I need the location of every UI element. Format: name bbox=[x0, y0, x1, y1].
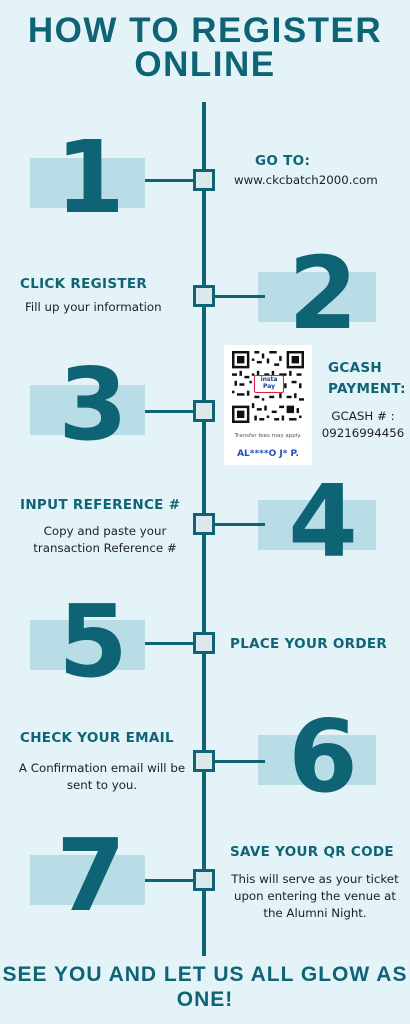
step-6-node bbox=[193, 750, 215, 772]
step-5-shadow bbox=[30, 620, 145, 670]
step-2-text: Fill up your information bbox=[25, 300, 162, 314]
step-2-shadow bbox=[258, 272, 376, 322]
step-5-node bbox=[193, 632, 215, 654]
fee-note: Transfer fees may apply. bbox=[234, 433, 302, 439]
step-6-text: A Confirmation email will be sent to you… bbox=[18, 761, 186, 792]
step-1-text: www.ckcbatch2000.com bbox=[234, 173, 378, 187]
step-4-connector bbox=[205, 523, 265, 526]
step-7-node bbox=[193, 869, 215, 891]
step-6-number: 6 bbox=[288, 698, 358, 815]
step-6-connector bbox=[205, 760, 265, 763]
step-4-text: Copy and paste your transaction Referenc… bbox=[33, 524, 177, 555]
step-3-shadow bbox=[30, 385, 145, 435]
step-1-connector bbox=[145, 179, 205, 182]
step-3-text: GCASH # : 09216994456 bbox=[321, 409, 405, 440]
step-3-heading: GCASH PAYMENT: bbox=[328, 360, 406, 397]
footer-message: SEE YOU AND LET US ALL GLOW AS ONE! bbox=[2, 963, 408, 1011]
step-1-node bbox=[193, 169, 215, 191]
qr-code-icon bbox=[232, 351, 304, 423]
step-4-number: 4 bbox=[288, 463, 358, 580]
step-7-number: 7 bbox=[56, 817, 126, 934]
step-5-heading: PLACE YOUR ORDER bbox=[230, 636, 388, 652]
step-3-connector bbox=[145, 410, 205, 413]
step-7-heading: SAVE YOUR QR CODE bbox=[230, 844, 394, 860]
step-6-shadow bbox=[258, 735, 376, 785]
step-4-node bbox=[193, 513, 215, 535]
step-2-node bbox=[193, 285, 215, 307]
step-2-number: 2 bbox=[288, 235, 358, 352]
step-7-text: This will serve as your ticket upon ente… bbox=[231, 872, 399, 920]
instapay-line2: Pay bbox=[262, 383, 275, 390]
step-4-shadow bbox=[258, 500, 376, 550]
step-1-heading: GO TO: bbox=[255, 153, 311, 169]
page-title: HOW TO REGISTER ONLINE bbox=[27, 11, 383, 84]
step-2-connector bbox=[205, 295, 265, 298]
step-7-shadow bbox=[30, 855, 145, 905]
step-5-connector bbox=[145, 642, 205, 645]
step-1-shadow bbox=[30, 158, 145, 208]
account-name: AL****O J* P. bbox=[237, 449, 299, 459]
step-6-heading: CHECK YOUR EMAIL bbox=[20, 730, 174, 746]
instapay-line1: insta bbox=[260, 376, 278, 383]
gcash-qr-card: insta Pay Transfer fees may apply. AL***… bbox=[224, 345, 312, 465]
step-1-number: 1 bbox=[55, 119, 125, 236]
step-3-number: 3 bbox=[58, 346, 128, 463]
instapay-logo: insta Pay bbox=[254, 375, 284, 393]
step-5-number: 5 bbox=[58, 583, 128, 700]
step-7-connector bbox=[145, 879, 205, 882]
step-4-heading: INPUT REFERENCE # bbox=[20, 497, 181, 513]
step-2-heading: CLICK REGISTER bbox=[20, 276, 148, 292]
step-3-node bbox=[193, 400, 215, 422]
